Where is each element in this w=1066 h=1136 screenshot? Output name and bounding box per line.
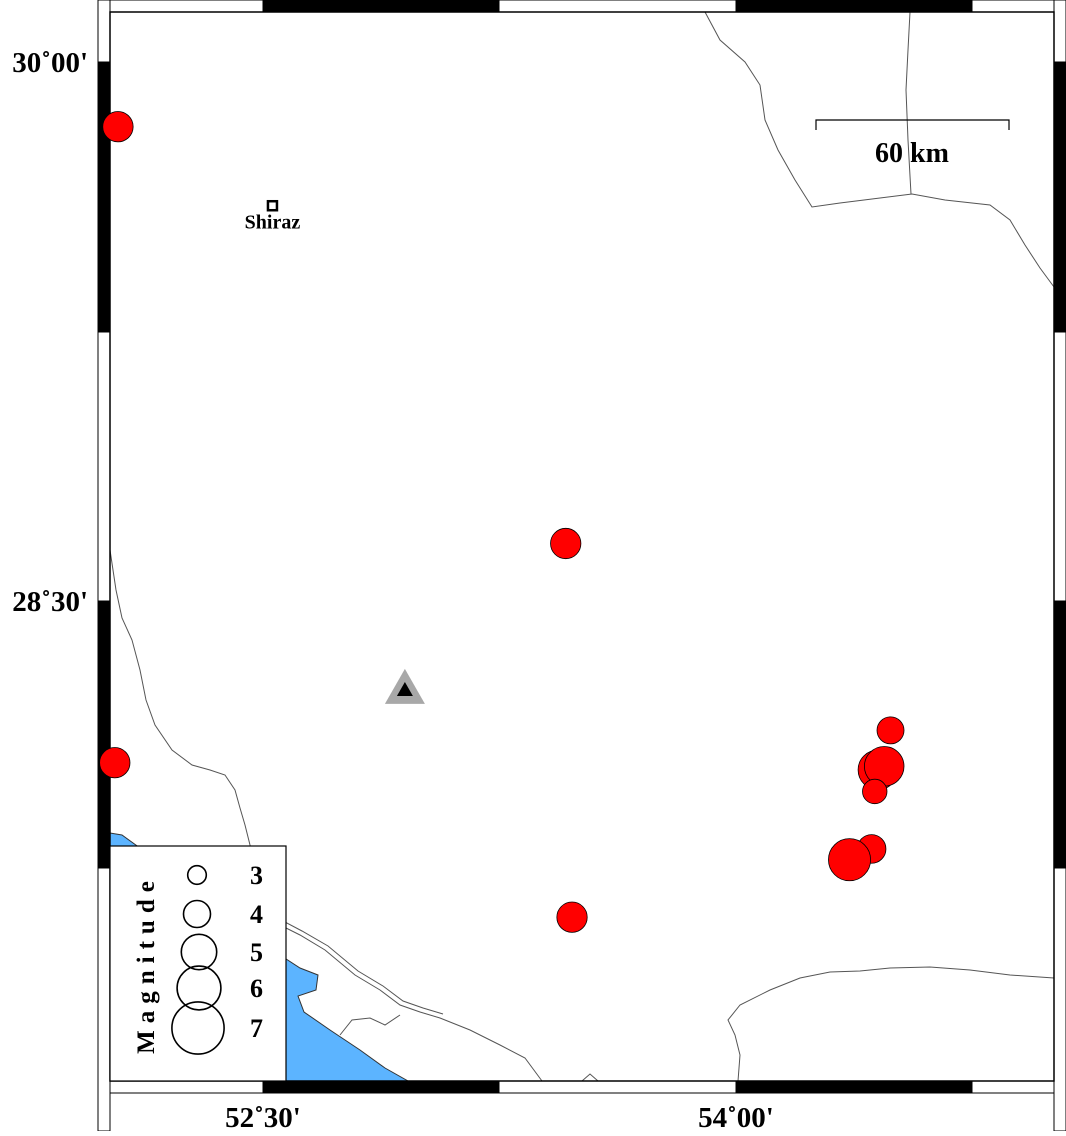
axis-labels: 30˚00' 28˚30' 52˚30' 54˚00' — [12, 47, 774, 1134]
legend-circle — [182, 899, 212, 929]
border-line — [581, 1073, 599, 1082]
earthquake-event — [862, 778, 888, 805]
legend-label: 4 — [250, 900, 263, 929]
earthquake-event — [550, 527, 582, 560]
border-line — [339, 1014, 401, 1036]
station-triangle-inner-icon — [396, 682, 413, 697]
frame-segment — [1053, 0, 1066, 63]
legend-box — [109, 845, 287, 1082]
frame-segment — [97, 867, 111, 1132]
frame-segment — [1053, 867, 1066, 1132]
legend-title: Magnitude — [133, 874, 160, 1054]
legend-circle — [171, 1001, 225, 1055]
longitude-label: 52˚30' — [225, 1102, 301, 1131]
legend-label: 5 — [250, 938, 263, 967]
earthquake-event — [828, 838, 871, 882]
map-frame — [97, 0, 1066, 1132]
frame-segment — [971, 1080, 1066, 1094]
legend-label: 7 — [250, 1014, 263, 1043]
frame-segment — [97, 61, 111, 333]
station-marker — [384, 668, 425, 704]
frame-segment — [1053, 331, 1066, 602]
frame-segment — [97, 1080, 264, 1094]
legend-circle — [176, 965, 222, 1011]
border-line — [905, 11, 912, 195]
frame-segment — [735, 1080, 973, 1094]
city-label: Shiraz — [245, 212, 301, 234]
magnitude-legend: Magnitude 3 4 5 6 7 — [109, 845, 287, 1082]
map-border — [109, 11, 1055, 1082]
latitude-label: 28˚30' — [12, 586, 88, 618]
legend-circle — [180, 933, 218, 971]
frame-segment — [971, 0, 1066, 13]
earthquake-event — [99, 747, 131, 779]
earthquake-event — [556, 901, 588, 933]
frame-segment — [97, 600, 111, 869]
border-line — [704, 11, 1055, 288]
frame-segment — [262, 0, 500, 13]
border-line — [727, 966, 1055, 1082]
city-square-icon — [266, 199, 279, 212]
earthquake-events — [99, 111, 905, 1042]
latitude-label: 30˚00' — [12, 47, 88, 79]
city-marker: Shiraz — [245, 199, 301, 234]
frame-segment — [498, 1080, 737, 1094]
frame-segment — [735, 0, 973, 13]
frame-segment — [1053, 600, 1066, 869]
earthquake-event — [876, 716, 905, 745]
scale-bar-label: 60 km — [875, 138, 949, 169]
legend-label: 3 — [250, 861, 263, 890]
border-line — [109, 549, 256, 861]
frame-segment — [1053, 61, 1066, 333]
frame-segment — [97, 0, 264, 13]
frame-segment — [498, 0, 737, 13]
legend-label: 6 — [250, 974, 263, 1003]
scale-bar: 60 km — [815, 119, 1010, 169]
frame-segment — [97, 331, 111, 602]
legend-circle — [186, 864, 208, 886]
earthquake-event — [102, 111, 134, 143]
legend-items: 3 4 5 6 7 — [171, 861, 263, 1055]
longitude-label: 54˚00' — [698, 1102, 774, 1131]
frame-segment — [262, 1080, 500, 1094]
frame-segment — [97, 0, 111, 63]
scale-bar-line — [815, 119, 1010, 130]
